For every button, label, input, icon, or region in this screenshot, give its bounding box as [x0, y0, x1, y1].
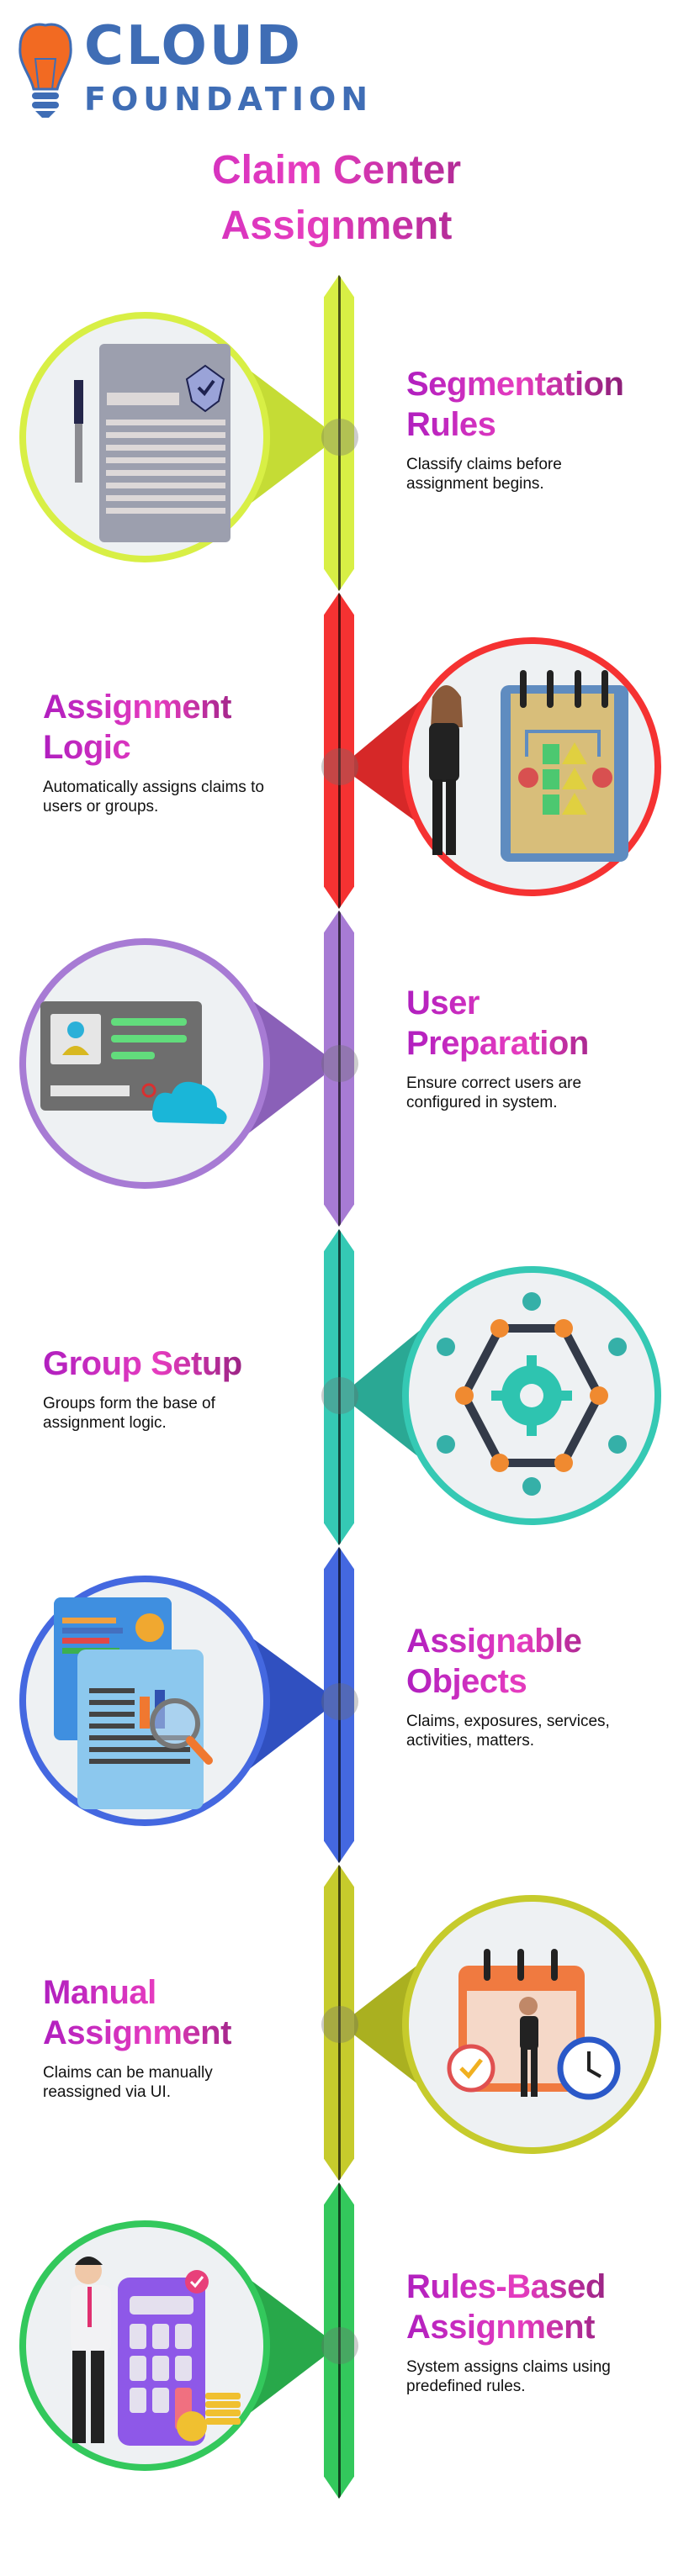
step-bubble	[341, 1266, 661, 1525]
timeline-segment	[324, 593, 354, 909]
timeline-node	[321, 1045, 358, 1082]
timeline-node	[321, 419, 358, 456]
step-bubble	[341, 637, 661, 896]
gear-network-icon	[437, 1292, 627, 1496]
step-bubble	[19, 312, 338, 562]
step-assignment-logic: Assignment Logic Automatically assigns c…	[0, 593, 673, 911]
step-bubble	[19, 938, 338, 1189]
step-user-preparation: User Preparation Ensure correct users ar…	[0, 911, 673, 1228]
step-title: Manual Assignment	[43, 1972, 295, 2053]
step-description: System assigns claims using predefined r…	[406, 2358, 611, 2395]
woman-figure	[429, 685, 463, 855]
step-bubble	[19, 1576, 338, 1826]
timeline-segment	[324, 1865, 354, 2181]
timeline-node	[321, 2327, 358, 2364]
step-title: Group Setup	[43, 1343, 295, 1384]
page-title-line2: Assignment	[0, 198, 673, 254]
timeline-segment	[324, 2183, 354, 2499]
page-title: Claim Center Assignment	[0, 143, 673, 254]
notepad-flowchart-icon	[429, 670, 628, 862]
step-title: Segmentation Rules	[406, 364, 659, 445]
step-description: Ensure correct users are configured in s…	[406, 1074, 582, 1111]
man-figure	[71, 2257, 111, 2443]
step-assignable-objects: Assignable Objects Claims, exposures, se…	[0, 1547, 673, 1865]
step-description: Claims, exposures, services, activities,…	[406, 1713, 610, 1750]
step-description: Classify claims before assignment begins…	[406, 456, 562, 493]
timeline-node	[321, 2006, 358, 2043]
step-description: Automatically assigns claims to users or…	[43, 779, 264, 816]
step-title: User Preparation	[406, 983, 659, 1064]
step-segmentation-rules: Segmentation Rules Classify claims befor…	[0, 275, 673, 593]
brand-name-line1: CLOUD	[84, 15, 303, 77]
person-figure	[519, 1997, 538, 2097]
step-rules-based-assignment: Rules-Based Assignment System assigns cl…	[0, 2183, 673, 2500]
timeline-node	[321, 748, 358, 785]
calculator-person-icon	[71, 2257, 241, 2446]
step-title: Assignment Logic	[43, 687, 295, 768]
calendar-clock-icon	[447, 1949, 621, 2100]
step-description: Groups form the base of assignment logic…	[43, 1395, 215, 1432]
brand-name-line2: FOUNDATION	[84, 81, 374, 118]
timeline-segment	[324, 1547, 354, 1863]
lightbulb-icon	[19, 23, 72, 118]
user-profile-cloud-icon	[40, 1001, 227, 1124]
step-title: Rules-Based Assignment	[406, 2267, 659, 2347]
report-magnifier-icon	[54, 1597, 213, 1809]
step-bubble	[341, 1895, 661, 2154]
step-group-setup: Group Setup Groups form the base of assi…	[0, 1229, 673, 1547]
document-shield-icon	[74, 344, 231, 542]
step-title: Assignable Objects	[406, 1621, 659, 1702]
timeline-segment	[324, 911, 354, 1227]
timeline-node	[321, 1377, 358, 1414]
page-title-line1: Claim Center	[0, 143, 673, 198]
timeline-segment	[324, 1229, 354, 1545]
brand-logo: CLOUD FOUNDATION	[13, 15, 400, 125]
timeline-node	[321, 1683, 358, 1720]
step-description: Claims can be manually reassigned via UI…	[43, 2064, 213, 2101]
step-manual-assignment: Manual Assignment Claims can be manually…	[0, 1865, 673, 2183]
step-bubble	[19, 2220, 338, 2471]
timeline-segment	[324, 275, 354, 591]
